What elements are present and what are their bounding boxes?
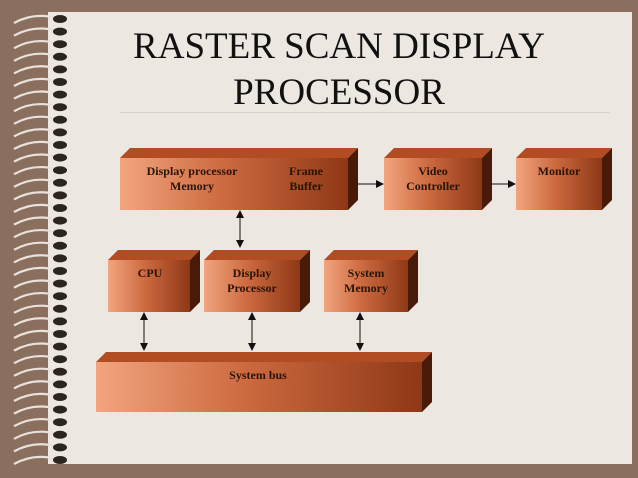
binding-ring: [13, 291, 67, 302]
binding-ring: [13, 317, 67, 327]
binding-ring: [13, 178, 67, 188]
system-bus-label: System bus: [229, 368, 287, 382]
binding-ring: [13, 102, 67, 113]
frame-buffer-label-1: Frame: [289, 164, 324, 178]
display-processor-label-2: Processor: [227, 281, 277, 295]
binding-ring: [13, 65, 67, 75]
title-underline: [120, 112, 610, 113]
monitor-block: Monitor: [516, 148, 612, 210]
binding-ring: [13, 27, 67, 37]
binding-ring: [13, 165, 67, 176]
binding-ring: [13, 216, 67, 226]
binding-ring: [13, 266, 67, 276]
system-bus-block: System bus: [96, 352, 432, 412]
binding-ring: [13, 430, 67, 440]
binding-ring: [13, 203, 67, 213]
binding-ring: [13, 128, 67, 138]
binding-ring: [13, 279, 67, 289]
binding-ring: [13, 228, 67, 239]
binding-ring: [13, 14, 67, 24]
binding-ring: [13, 380, 67, 390]
binding-ring: [13, 392, 67, 402]
cpu-block: CPU: [108, 250, 200, 312]
binding-ring: [13, 367, 67, 377]
frame-buffer-label-2: Buffer: [289, 179, 323, 193]
binding-ring: [13, 417, 67, 428]
binding-ring: [13, 455, 67, 465]
system-memory-block: System Memory: [324, 250, 418, 312]
monitor-label: Monitor: [538, 164, 581, 178]
system-memory-label-2: Memory: [344, 281, 388, 295]
title-line-1: RASTER SCAN DISPLAY: [133, 26, 545, 67]
binding-ring: [13, 140, 67, 150]
binding-ring: [13, 342, 67, 352]
binding-ring: [13, 405, 67, 415]
binding-ring: [13, 115, 67, 125]
display-processor-label-1: Display: [233, 266, 272, 280]
title-line-2: PROCESSOR: [233, 72, 445, 113]
binding-ring: [13, 241, 67, 251]
display-processor-memory-frame-buffer-block: Display processor Memory Frame Buffer: [120, 148, 358, 210]
binding-ring: [13, 77, 67, 87]
video-controller-block: Video Controller: [384, 148, 492, 210]
display-processor-memory-label-1: Display processor: [147, 164, 238, 178]
binding-ring: [13, 90, 67, 100]
notebook-binding-rings: [13, 14, 67, 465]
cpu-label: CPU: [138, 266, 163, 280]
binding-ring: [13, 52, 67, 62]
slide-title: RASTER SCAN DISPLAY PROCESSOR: [84, 24, 594, 116]
binding-ring: [13, 304, 67, 314]
display-processor-memory-label-2: Memory: [170, 179, 214, 193]
video-controller-label-1: Video: [418, 164, 448, 178]
binding-ring: [13, 39, 67, 50]
binding-ring: [13, 443, 67, 453]
binding-ring: [13, 329, 67, 339]
binding-ring: [13, 153, 67, 163]
display-processor-block: Display Processor: [204, 250, 310, 312]
binding-ring: [13, 191, 67, 201]
binding-ring: [13, 254, 67, 264]
binding-ring: [13, 354, 67, 365]
system-memory-label-1: System: [348, 266, 385, 280]
video-controller-label-2: Controller: [406, 179, 460, 193]
